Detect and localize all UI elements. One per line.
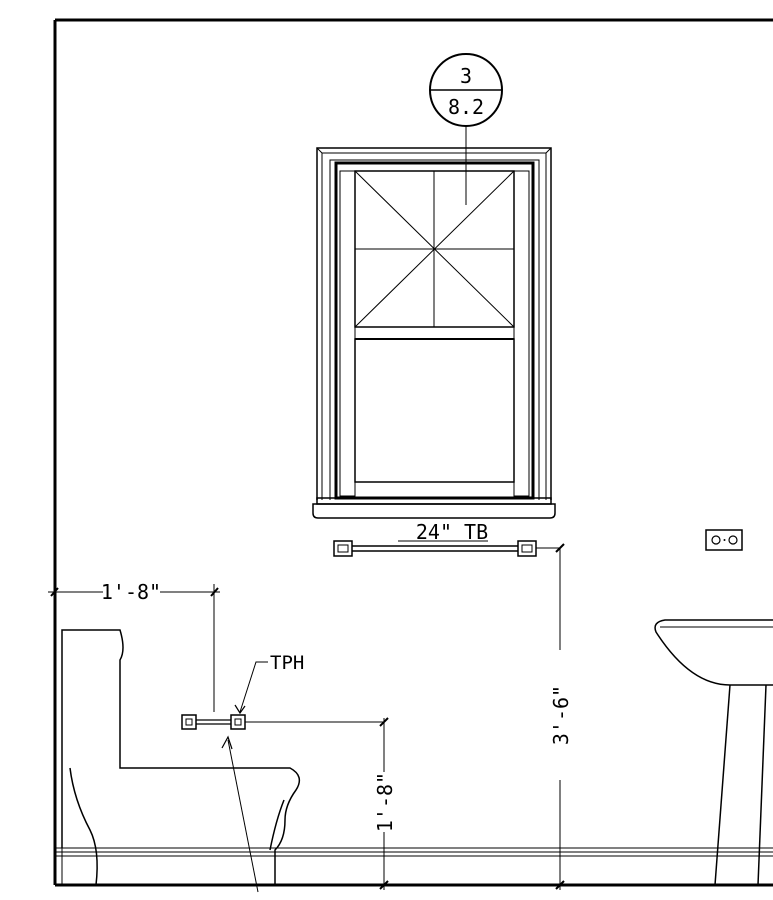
callout-sheet: 8.2 — [448, 95, 484, 119]
towel-bar-label: 24" TB — [416, 520, 488, 544]
wall-outline — [53, 18, 773, 887]
section-callout: 3 8.2 — [429, 53, 503, 205]
dim-tph-offset — [48, 584, 220, 712]
towel-bar — [333, 540, 560, 557]
dim-tph-offset-text: 1'-8" — [101, 580, 161, 604]
dim-tph-height-text: 1'-8" — [373, 772, 397, 832]
toilet — [61, 629, 301, 886]
dim-tb-height — [555, 543, 565, 890]
dim-tb-height-text: 3'-6" — [549, 685, 573, 745]
toilet-paper-holder — [181, 714, 385, 730]
tph-label: TPH — [270, 652, 304, 674]
baseboard — [55, 847, 773, 885]
bottom-leader — [221, 735, 259, 893]
pedestal-sink — [654, 619, 773, 886]
dim-tph-height — [379, 717, 389, 890]
callout-number: 3 — [460, 64, 472, 88]
tph-leader — [234, 661, 268, 715]
outlet — [705, 529, 743, 551]
window — [312, 147, 556, 519]
